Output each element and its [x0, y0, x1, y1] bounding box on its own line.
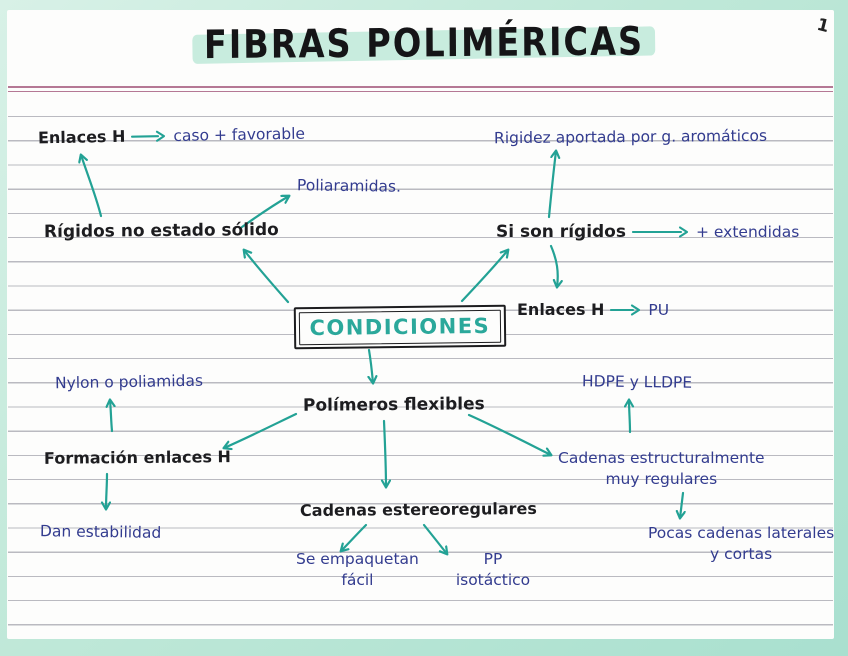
- estructurales-line1: Cadenas estructuralmente: [558, 449, 765, 467]
- si-son-rigidos-label: Si son rígidos: [496, 222, 626, 242]
- page-title: FIBRAS POLIMÉRICAS: [203, 19, 645, 69]
- node-rigidos-estado-solido: Rígidos no estado sólido: [44, 220, 279, 242]
- margin-line-top: [8, 86, 833, 88]
- node-enlaces-h-pu: Enlaces H PU: [517, 300, 669, 319]
- pp-line1: PP: [483, 550, 503, 568]
- polimeros-label: Polímeros flexibles: [302, 394, 485, 416]
- node-nylon-poliamidas: Nylon o poliamidas: [55, 372, 203, 393]
- node-cadenas-estereoregulares: Cadenas estereoregulares: [300, 499, 537, 520]
- pocas-line2: y cortas: [710, 545, 773, 563]
- node-dan-estabilidad: Dan estabilidad: [40, 522, 162, 542]
- node-enlaces-h-favorable: Enlaces H caso + favorable: [37, 124, 306, 148]
- page-title-wrap: FIBRAS POLIMÉRICAS: [195, 20, 653, 68]
- long-arrow-right-icon: [631, 226, 689, 238]
- se-empaquetan-label: Se empaquetan fácil: [296, 549, 419, 591]
- pu-label: PU: [648, 300, 670, 319]
- caso-favorable-label: caso + favorable: [173, 124, 306, 145]
- poliaramidas-label: Poliaramidas.: [296, 176, 402, 196]
- node-poliaramidas: Poliaramidas.: [297, 176, 401, 195]
- arrow-right-icon: [131, 130, 166, 142]
- node-pocas-cadenas: Pocas cadenas laterales y cortas: [648, 523, 834, 565]
- pocas-cadenas-label: Pocas cadenas laterales y cortas: [648, 523, 834, 565]
- estructurales-line2: muy regulares: [605, 470, 718, 488]
- margin-line-bottom: [8, 90, 833, 92]
- rigidos-label: Rígidos no estado sólido: [43, 219, 279, 243]
- pp-isotactico-label: PP isotáctico: [456, 549, 530, 591]
- condiciones-label: CONDICIONES: [309, 313, 491, 340]
- nylon-label: Nylon o poliamidas: [54, 371, 204, 393]
- node-pp-isotactico: PP isotáctico: [450, 549, 536, 591]
- node-se-empaquetan: Se empaquetan fácil: [296, 549, 419, 591]
- cadenas-estructurales-label: Cadenas estructuralmente muy regulares: [558, 448, 765, 490]
- node-condiciones-box: CONDICIONES: [293, 304, 506, 350]
- enlaces-h-label: Enlaces H: [37, 126, 126, 148]
- se-empaquetan-line1: Se empaquetan: [296, 550, 419, 568]
- pp-line2: isotáctico: [455, 571, 531, 589]
- se-empaquetan-line2: fácil: [341, 571, 374, 589]
- rigidez-label: Rigidez aportada por g. aromáticos: [493, 126, 768, 148]
- arrow-right-icon: [610, 303, 641, 316]
- extendidas-label: + extendidas: [695, 223, 800, 241]
- hdpe-label: HDPE y LLDPE: [581, 372, 693, 392]
- estereoregulares-label: Cadenas estereoregulares: [299, 498, 537, 521]
- node-rigidez-aromaticos: Rigidez aportada por g. aromáticos: [494, 127, 767, 147]
- node-si-son-rigidos: Si son rígidos + extendidas: [496, 222, 799, 242]
- node-cadenas-estructurales: Cadenas estructuralmente muy regulares: [558, 448, 765, 490]
- enlaces-h-pu-label: Enlaces H: [517, 300, 605, 319]
- formacion-label: Formación enlaces H: [43, 447, 231, 468]
- node-polimeros-flexibles: Polímeros flexibles: [303, 394, 485, 416]
- estabilidad-label: Dan estabilidad: [39, 522, 162, 542]
- condiciones-inner-frame: CONDICIONES: [298, 309, 502, 345]
- pocas-line1: Pocas cadenas laterales: [648, 524, 835, 542]
- node-formacion-enlaces: Formación enlaces H: [44, 447, 231, 468]
- node-hdpe-lldpe: HDPE y LLDPE: [582, 372, 692, 392]
